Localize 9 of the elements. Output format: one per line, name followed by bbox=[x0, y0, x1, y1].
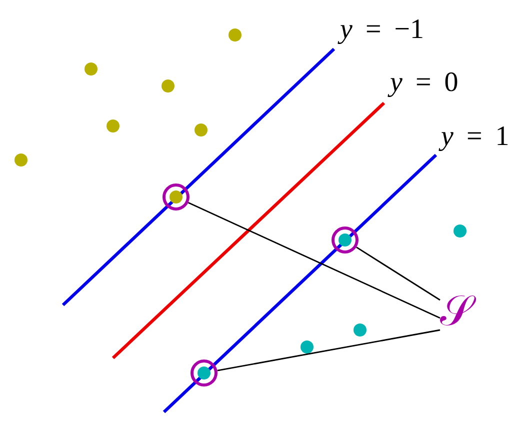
circled-point-icon bbox=[331, 226, 359, 254]
line-label: y = −1 bbox=[340, 16, 424, 44]
circled-point-icon bbox=[190, 359, 218, 387]
line-label: y = 1 bbox=[441, 123, 510, 151]
leader-line bbox=[217, 329, 440, 372]
circled-point-icon bbox=[162, 183, 190, 211]
leader-line bbox=[188, 202, 440, 319]
line-label: y = 0 bbox=[390, 69, 458, 97]
leader-line bbox=[356, 246, 440, 301]
